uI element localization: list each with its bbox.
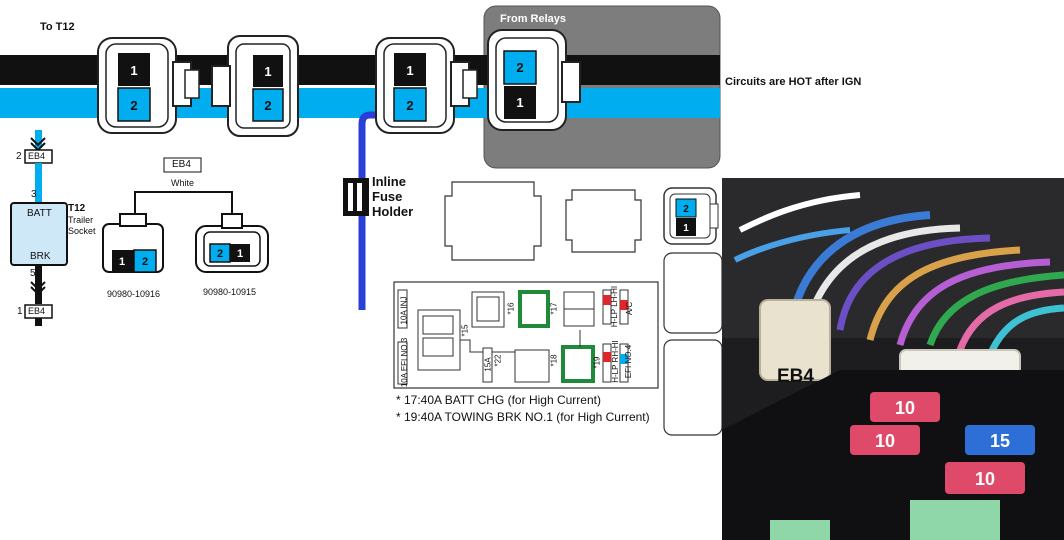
note-towing-brk: * 19:40A TOWING BRK NO.1 (for High Curre…: [396, 410, 650, 424]
svg-text:2: 2: [217, 248, 223, 260]
eb4-legend-box: [163, 157, 202, 173]
t12-brk-label: BRK: [30, 251, 51, 262]
part-number-left: 90980-10916: [107, 289, 161, 299]
fuse-star-17: *17: [549, 302, 559, 315]
fuse-outline-1: [444, 181, 542, 261]
photo-fuse-red-3: 10: [945, 462, 1025, 494]
photo-fuse-red-1: 10: [870, 392, 940, 422]
wire-connector-3: 1 2: [375, 37, 478, 134]
svg-text:1: 1: [237, 248, 243, 260]
svg-text:10: 10: [875, 431, 895, 451]
eb4-top-label: EB4: [28, 151, 46, 161]
connector-small-right: 2 1: [663, 187, 719, 245]
t12-id-label: T12: [68, 203, 86, 214]
photo-fuse-blue: 15: [965, 425, 1035, 455]
fuse-label-hlp-lh: H-LP LH-HI: [610, 285, 620, 328]
fuse-box: [393, 281, 659, 389]
svg-text:2: 2: [142, 256, 148, 268]
t12-desc-1: Trailer: [68, 215, 94, 225]
eb4-bottom-label: EB4: [28, 306, 46, 316]
t12-lead-bottom: 1: [17, 306, 23, 317]
connector-face-right: 2 1: [195, 213, 269, 273]
svg-text:1: 1: [130, 63, 137, 78]
fuse-label-efi4: EFI NO.4: [624, 344, 634, 379]
wire-connector-1: 1 2: [97, 37, 200, 134]
svg-text:1: 1: [119, 256, 125, 268]
svg-text:2: 2: [264, 98, 271, 113]
svg-text:1: 1: [264, 64, 271, 79]
circuits-hot-note: Circuits are HOT after IGN: [725, 76, 862, 88]
svg-text:1: 1: [683, 223, 689, 234]
fuse-star-18: *18: [549, 354, 559, 367]
svg-text:10: 10: [895, 398, 915, 418]
svg-text:10: 10: [975, 469, 995, 489]
side-block-1: [663, 252, 723, 334]
relay-panel-title: From Relays: [500, 13, 567, 25]
to-t12-label: To T12: [40, 21, 75, 33]
part-number-right: 90980-10915: [203, 287, 257, 297]
inline-fuse-holder: [343, 178, 369, 216]
fuse-label-efi3: 10A EFI NO.3: [400, 337, 410, 388]
side-block-2: [663, 339, 723, 436]
svg-text:1: 1: [516, 95, 523, 110]
photo-eb4-label: EB4: [777, 366, 814, 387]
fuse-box-photo: 10 10 15 10: [722, 178, 1064, 540]
fuse-star-22: *22: [493, 354, 503, 367]
eb4-legend-color: White: [171, 178, 195, 188]
inline-fuse-line-3: Holder: [372, 204, 414, 219]
svg-text:2: 2: [683, 204, 689, 215]
fuse-star-16: *16: [506, 302, 516, 315]
wire-inline-fuse: [358, 111, 404, 310]
fuse-label-hlp-rh: H-LP RH-HI: [610, 340, 620, 383]
t12-pin-top: 3: [31, 189, 37, 200]
svg-text:2: 2: [406, 98, 413, 113]
photo-fuse-red-2: 10: [850, 425, 920, 455]
svg-text:2: 2: [516, 60, 523, 75]
inline-fuse-label: Inline Fuse Holder: [372, 174, 413, 219]
inline-fuse-line-2: Fuse: [372, 189, 403, 204]
connector-face-left: 1 2: [102, 213, 164, 273]
t12-pin-bottom: 5: [30, 268, 36, 279]
wire-connector-2: 1 2: [211, 35, 299, 137]
fuse-label-inj: 10A INJ: [399, 296, 409, 325]
fuse-star-19: *19: [592, 356, 602, 369]
t12-desc-2: Socket: [68, 226, 96, 236]
svg-text:15: 15: [990, 431, 1010, 451]
fuse-star-15: *15: [460, 324, 470, 337]
svg-text:2: 2: [130, 98, 137, 113]
eb4-legend-title: EB4: [172, 159, 191, 170]
fuse-label-15a: 15A: [483, 357, 493, 372]
svg-text:1: 1: [406, 63, 413, 78]
fuse-outline-2: [565, 189, 642, 253]
wire-connector-4: 2 1: [487, 29, 581, 131]
t12-lead-top: 2: [16, 151, 22, 162]
inline-fuse-line-1: Inline: [372, 174, 406, 189]
t12-batt-label: BATT: [27, 208, 52, 219]
fuse-label-ac: A/C: [625, 301, 635, 316]
note-batt-chg: * 17:40A BATT CHG (for High Current): [396, 393, 601, 407]
